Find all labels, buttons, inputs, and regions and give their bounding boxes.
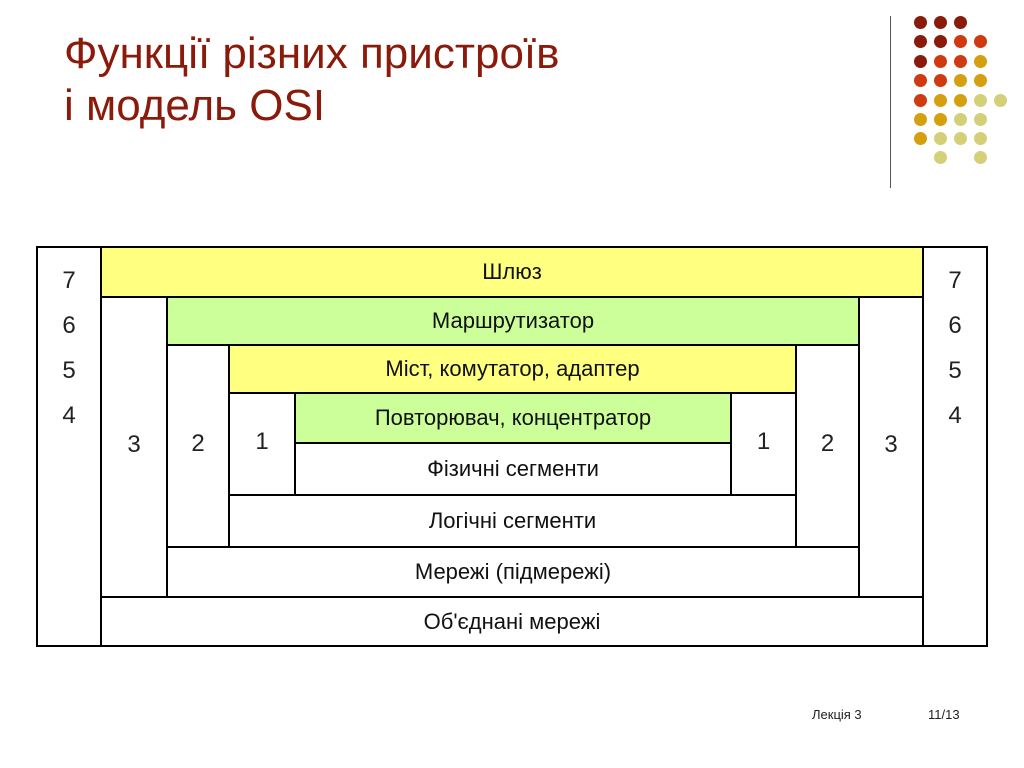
repeater-row: Повторювач, концентратор: [294, 392, 732, 444]
decorative-dot: [914, 74, 927, 87]
decorative-dot: [934, 94, 947, 107]
left-layer-3-number: 3: [127, 431, 141, 458]
gateway-row: Шлюз: [100, 246, 924, 298]
networks-label: Мережі (підмережі): [414, 559, 612, 584]
left-layer-4: 4: [62, 402, 76, 429]
decorative-dot: [934, 55, 947, 68]
decorative-dot: [974, 151, 987, 164]
bridge-label: Міст, комутатор, адаптер: [385, 356, 640, 381]
logical-segments-row: Логічні сегменти: [228, 494, 797, 548]
gateway-label: Шлюз: [482, 259, 542, 284]
right-layer-3-number: 3: [884, 431, 898, 458]
left-layer-3-column: 3: [100, 296, 168, 598]
decorative-dot: [954, 113, 967, 126]
logical-segments-label: Логічні сегменти: [428, 508, 597, 533]
left-layer-2-number: 2: [191, 430, 205, 457]
decorative-dot: [974, 94, 987, 107]
footer-lecture: Лекція 3: [812, 707, 862, 722]
decorative-dot: [974, 113, 987, 126]
decorative-dot-grid: [0, 0, 1024, 200]
decorative-dot: [994, 94, 1007, 107]
decorative-dot: [914, 16, 927, 29]
right-layer-7: 7: [948, 267, 962, 294]
right-layer-5: 5: [948, 357, 962, 384]
right-layer-2-number: 2: [820, 430, 835, 457]
decorative-dot: [934, 132, 947, 145]
networks-row: Мережі (підмережі): [166, 546, 860, 598]
internetworks-row: Об'єднані мережі: [100, 596, 924, 647]
right-layer-3-column: 3: [858, 296, 924, 598]
slide-title-line-2: і модель OSI: [64, 81, 326, 130]
left-layer-6: 6: [62, 312, 76, 339]
right-layer-1-column: 1: [730, 392, 797, 496]
decorative-dot: [974, 55, 987, 68]
decorative-dot: [954, 16, 967, 29]
physical-segments-label: Фізичні сегменти: [427, 456, 599, 481]
right-layer-2-column: 2: [795, 344, 860, 548]
router-label: Маршрутизатор: [431, 308, 595, 333]
right-layer-1-number: 1: [756, 428, 771, 455]
left-layer-5: 5: [62, 357, 76, 384]
left-layer-1-number: 1: [255, 428, 269, 455]
decorative-dot: [934, 35, 947, 48]
slide-title: Функції різних пристроїв і модель OSI: [64, 28, 560, 132]
decorative-dot: [914, 94, 927, 107]
left-layer-7: 7: [62, 267, 76, 294]
decorative-dot: [934, 113, 947, 126]
right-layer-6: 6: [948, 312, 962, 339]
decorative-dot: [954, 94, 967, 107]
right-upper-layers: 7 6 5 4: [922, 246, 988, 647]
decorative-dot: [914, 35, 927, 48]
title-divider-line: [890, 16, 891, 188]
decorative-dot: [954, 55, 967, 68]
decorative-dot: [954, 35, 967, 48]
internetworks-label: Об'єднані мережі: [423, 608, 601, 634]
decorative-dot: [934, 151, 947, 164]
decorative-dot: [934, 74, 947, 87]
slide-title-line-1: Функції різних пристроїв: [64, 29, 560, 78]
decorative-dot: [914, 113, 927, 126]
decorative-dot: [954, 132, 967, 145]
decorative-dot: [954, 74, 967, 87]
router-row: Маршрутизатор: [166, 296, 860, 346]
decorative-dot: [974, 132, 987, 145]
decorative-dot: [934, 16, 947, 29]
left-layer-2-column: 2: [166, 344, 230, 548]
physical-segments-row: Фізичні сегменти: [294, 442, 732, 496]
decorative-dot: [974, 35, 987, 48]
left-upper-layers: 7 6 5 4: [36, 246, 102, 647]
decorative-dot: [914, 132, 927, 145]
decorative-dot: [974, 74, 987, 87]
left-layer-1-column: 1: [228, 392, 296, 496]
bridge-row: Міст, комутатор, адаптер: [228, 344, 797, 394]
footer-page-number: 11/13: [928, 707, 960, 722]
right-layer-4: 4: [948, 402, 962, 429]
repeater-label: Повторювач, концентратор: [374, 405, 652, 430]
decorative-dot: [914, 55, 927, 68]
